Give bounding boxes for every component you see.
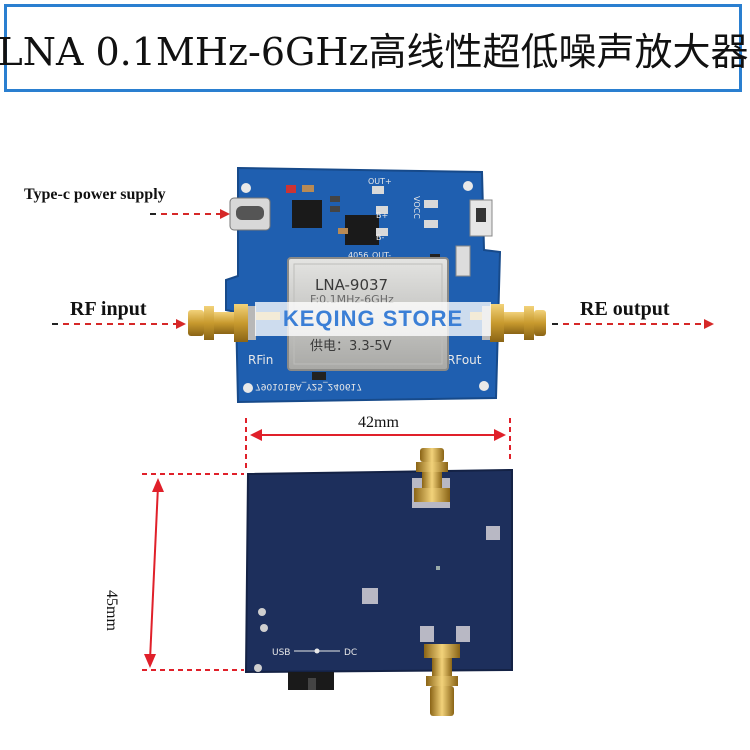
silk-b-minus: B-: [376, 233, 384, 242]
silk-b-plus: B+: [376, 211, 388, 220]
mount-hole: [479, 381, 489, 391]
power-arrow: [150, 209, 230, 219]
mount-hole: [243, 383, 253, 393]
mount-hole: [241, 183, 251, 193]
sma-connector-back-bottom: [424, 644, 460, 716]
regulator-ic: [345, 215, 379, 245]
module-model: LNA-9037: [315, 276, 388, 294]
module-power: 供电：3.3-5V: [310, 339, 392, 354]
sma-connector-back-top: [414, 448, 450, 502]
bottom-pcb-board: USB DC: [244, 468, 513, 690]
silk-out-minus: OUT-: [372, 251, 391, 260]
title-banner: LNA 0.1MHz-6GHz高线性超低噪声放大器: [0, 4, 749, 92]
rf-input-arrow: [52, 319, 186, 329]
label-rf-output: RE output: [580, 298, 670, 320]
sma-input-connector: [188, 304, 256, 342]
label-width-dimension: 42mm: [358, 414, 399, 431]
width-dimension: [245, 418, 511, 470]
rf-output-arrow: [552, 319, 714, 329]
silk-out-plus: OUT+: [368, 177, 392, 186]
silk-usb: USB: [272, 648, 290, 658]
mount-hole: [463, 181, 473, 191]
label-power-supply: Type-c power supply: [24, 186, 166, 203]
silk-rfin: RFin: [248, 353, 273, 367]
page-title: LNA 0.1MHz-6GHz高线性超低噪声放大器: [0, 29, 749, 74]
height-dimension: [142, 473, 244, 671]
silk-serial: 790101BA_Y25_240617: [255, 381, 362, 391]
silk-chip: 4056: [348, 251, 368, 260]
silk-dc: DC: [344, 648, 357, 658]
charger-ic: [292, 200, 322, 228]
silk-rfout: RFout: [447, 353, 482, 367]
store-watermark: KEQING STORE: [255, 302, 491, 336]
label-rf-input: RF input: [70, 298, 147, 320]
sma-output-connector: [482, 304, 546, 342]
label-height-dimension: 45mm: [103, 590, 120, 631]
silk-vocc: VOCC: [412, 196, 421, 219]
